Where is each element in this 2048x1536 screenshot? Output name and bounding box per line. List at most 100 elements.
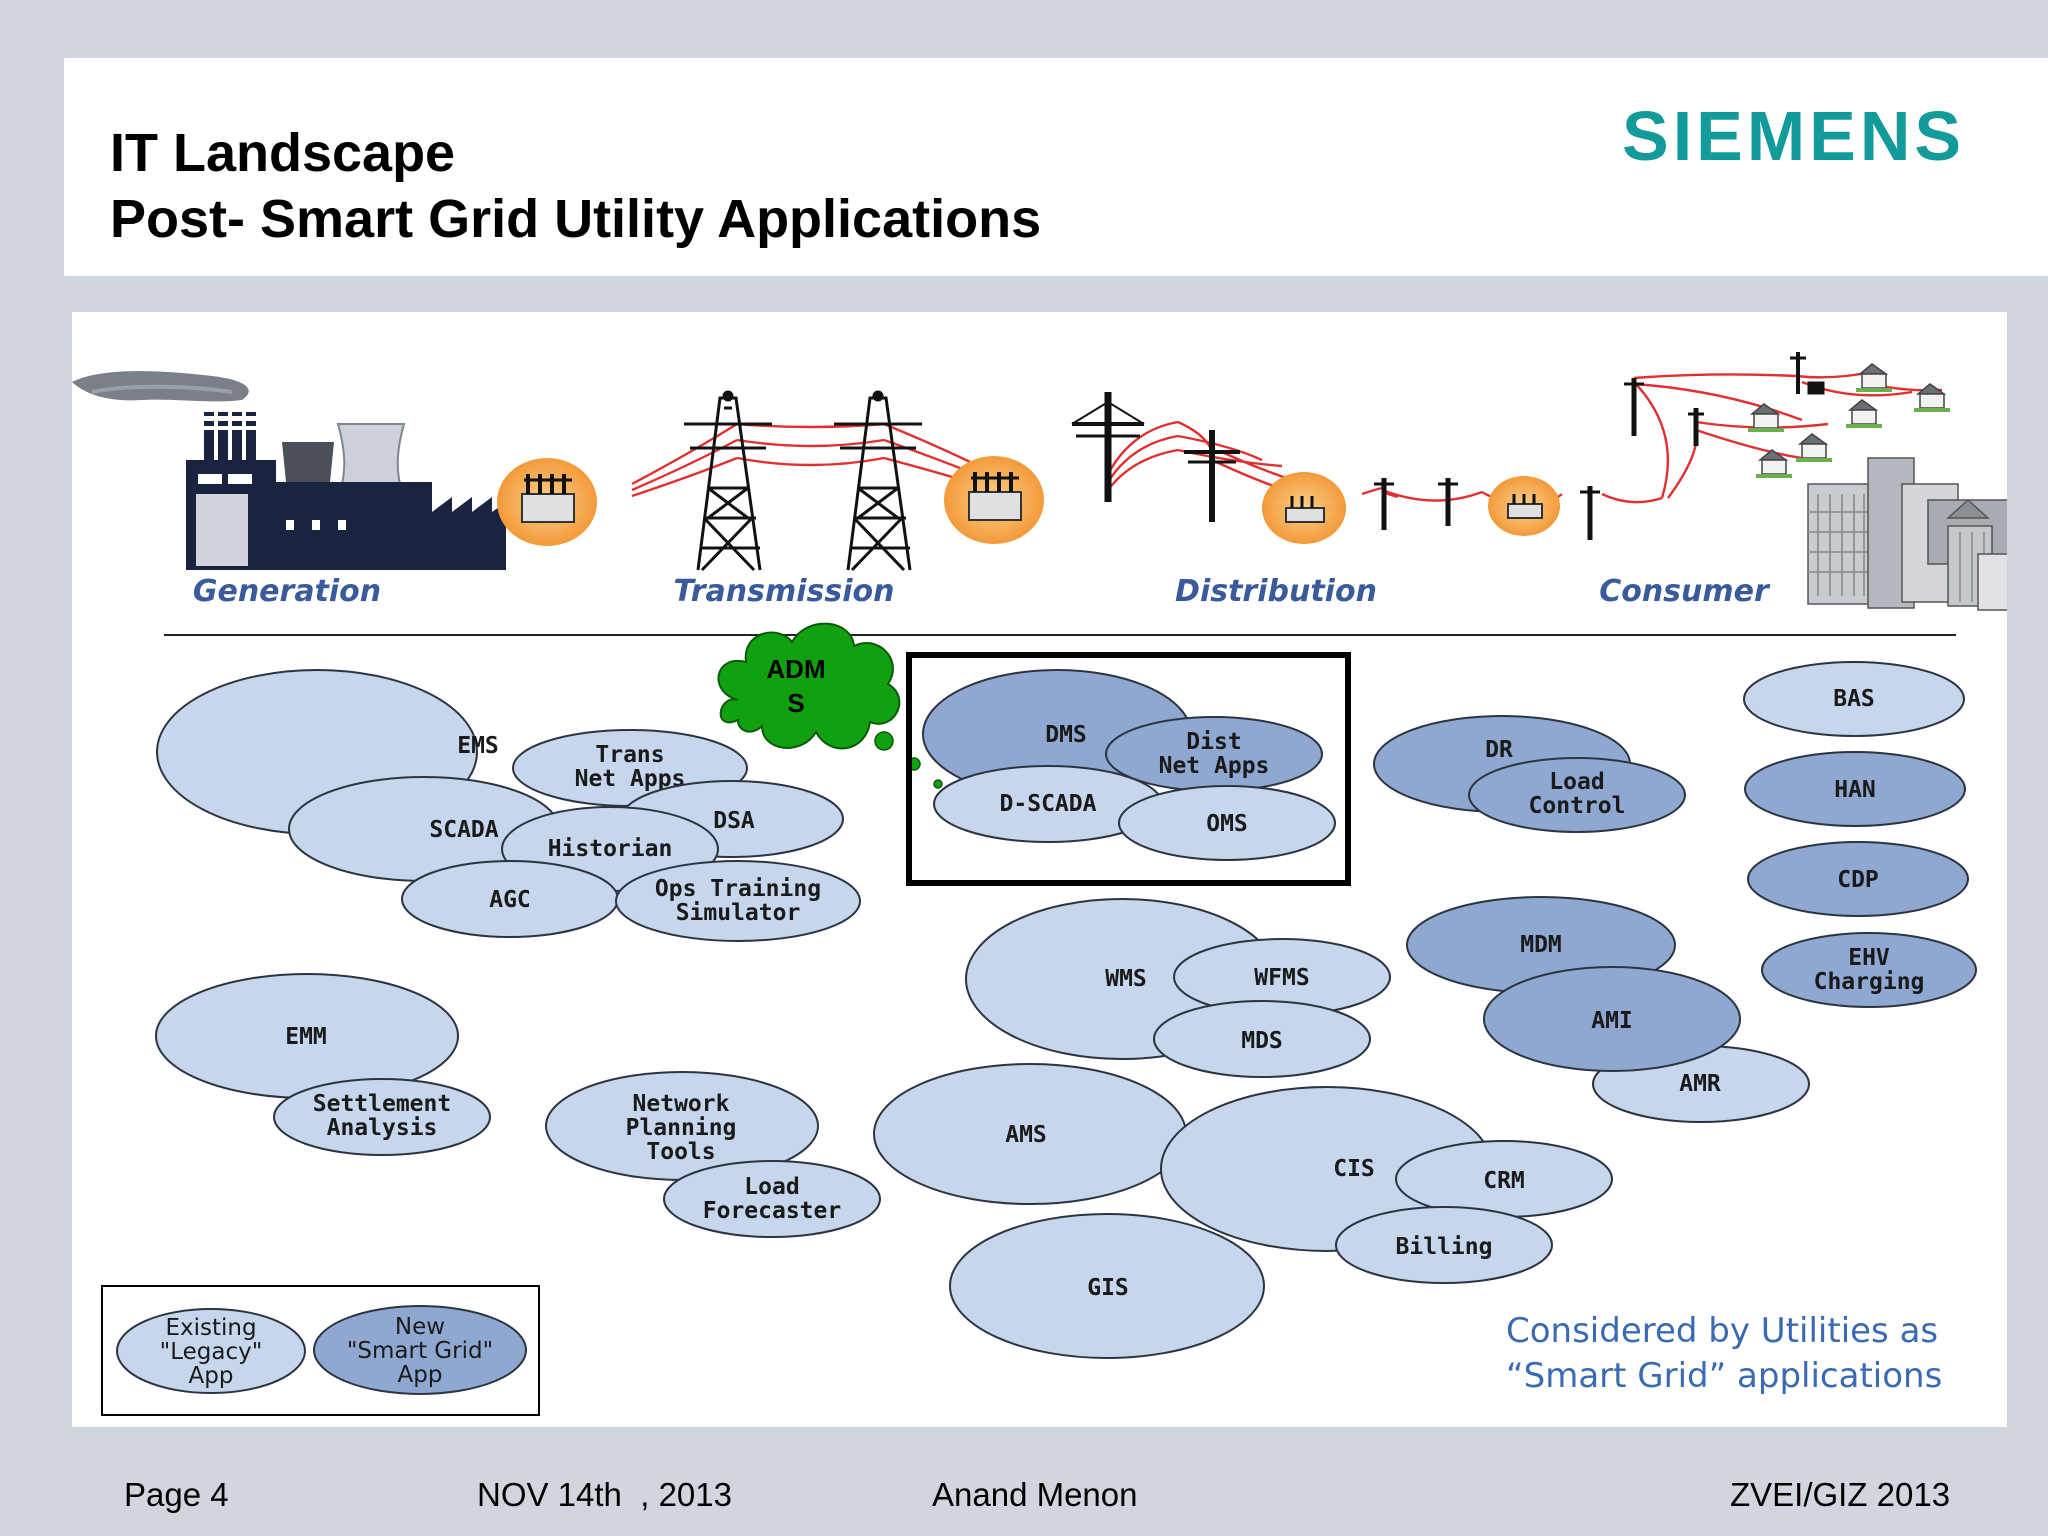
app-bubble-wfms: WFMS (1173, 938, 1391, 1016)
houses-icon (1748, 363, 1950, 478)
app-label-d-scada: D-SCADA (1000, 791, 1097, 817)
app-label-ami: AMI (1591, 1008, 1633, 1034)
app-label-ehv-charging-2: Charging (1814, 969, 1925, 995)
app-label-ops-training-simulator-1: Ops Training (655, 876, 821, 902)
svg-text:MDM: MDM (1520, 932, 1562, 958)
svg-text:SCADA: SCADA (429, 817, 498, 843)
distribution-pole-icon-2 (1184, 430, 1240, 522)
svg-text:WMS: WMS (1105, 966, 1147, 992)
app-label-historian: Historian (548, 836, 673, 862)
svg-text:Historian: Historian (548, 836, 673, 862)
app-label-load-forecaster-1: Load (744, 1174, 799, 1200)
city-buildings-icon (1807, 457, 2007, 611)
stage-label-distribution: Distribution (1175, 574, 1377, 609)
diagram-canvas: Generation Transmission Distribution Con… (72, 352, 2007, 1416)
app-bubble-mds: MDS (1153, 1000, 1371, 1078)
app-label-dist-net-apps-2: Net Apps (1159, 753, 1270, 779)
adms-thought-dot-1 (874, 731, 894, 751)
app-bubble-d-scada: D-SCADA (933, 765, 1163, 843)
footer-date: NOV 14th , 2013 (477, 1476, 732, 1513)
adms-label-line-1: ADM (766, 654, 825, 684)
svg-text:CRM: CRM (1483, 1168, 1525, 1194)
app-label-dms: DMS (1045, 722, 1087, 748)
app-label-network-planning-tools-1: Network (633, 1091, 730, 1117)
distribution-pole-icon-3 (1374, 478, 1394, 530)
stage-label-consumer: Consumer (1599, 574, 1771, 609)
footer-author: Anand Menon (932, 1476, 1138, 1513)
footer-page-number: Page 4 (124, 1476, 229, 1513)
substation-icon-3 (1262, 472, 1346, 544)
distribution-pole-icon-1 (1071, 392, 1145, 502)
app-bubble-cdp: CDP (1747, 841, 1969, 917)
app-label-settlement-analysis-2: Analysis (327, 1115, 438, 1141)
app-bubble-crm: CRM (1395, 1140, 1613, 1218)
app-label-ehv-charging-1: EHV (1848, 945, 1890, 971)
svg-text:D-SCADA: D-SCADA (1000, 791, 1097, 817)
app-label-emm: EMM (285, 1024, 327, 1050)
stage-label-transmission: Transmission (674, 574, 895, 609)
it-landscape-diagram: Generation Transmission Distribution Con… (72, 312, 2007, 1427)
note-line-1: Considered by Utilities as (1506, 1311, 1938, 1351)
app-label-trans-net-apps-1: Trans (595, 742, 664, 768)
app-label-billing: Billing (1396, 1234, 1493, 1260)
app-label-oms: OMS (1206, 811, 1248, 837)
svg-text:GIS: GIS (1087, 1275, 1129, 1301)
footer-event: ZVEI/GIZ 2013 (1730, 1476, 1951, 1513)
svg-text:Billing: Billing (1396, 1234, 1493, 1260)
substation-icon-4 (1488, 476, 1560, 536)
app-label-amr: AMR (1679, 1071, 1721, 1097)
power-grid-illustration: Generation Transmission Distribution Con… (72, 352, 2007, 611)
power-plant-icon (72, 371, 506, 570)
app-label-bas: BAS (1833, 686, 1875, 712)
svg-text:Existing"Legacy"App: Existing"Legacy"App (160, 1315, 263, 1389)
adms-cloud-shape (717, 622, 901, 750)
app-bubble-agc: AGC (401, 860, 619, 938)
app-label-dr: DR (1485, 737, 1513, 763)
app-label-gis: GIS (1087, 1275, 1129, 1301)
distribution-pole-icon-6 (1624, 378, 1644, 436)
substation-icon-2 (944, 456, 1044, 544)
legend-item-smart-grid: New"Smart Grid"App (313, 1305, 527, 1395)
legend-label-smart-3: App (398, 1362, 443, 1388)
adms-label-line-2: S (787, 688, 804, 718)
slide-title-line-2: Post- Smart Grid Utility Applications (110, 189, 1042, 249)
legend-label-legacy-1: Existing (165, 1315, 256, 1341)
app-label-cis: CIS (1333, 1156, 1375, 1182)
distribution-pole-icon-7 (1688, 408, 1704, 446)
app-label-load-control-2: Control (1529, 793, 1626, 819)
svg-text:AMS: AMS (1005, 1122, 1047, 1148)
svg-text:CIS: CIS (1333, 1156, 1375, 1182)
app-label-load-forecaster-2: Forecaster (703, 1198, 841, 1224)
app-label-network-planning-tools-2: Planning (626, 1115, 737, 1141)
app-label-ams: AMS (1005, 1122, 1047, 1148)
legend: Existing"Legacy"App New"Smart Grid"App (101, 1285, 540, 1416)
svg-text:New"Smart Grid"App: New"Smart Grid"App (347, 1314, 493, 1388)
app-label-wfms: WFMS (1254, 965, 1309, 991)
app-bubble-billing: Billing (1335, 1206, 1553, 1284)
app-label-scada: SCADA (429, 817, 498, 843)
slide-title-line-1: IT Landscape (110, 123, 456, 183)
legend-label-legacy-3: App (189, 1363, 234, 1389)
app-bubble-ams: AMS (873, 1063, 1187, 1205)
app-bubble-oms: OMS (1118, 785, 1336, 861)
svg-text:DMS: DMS (1045, 722, 1087, 748)
app-label-cdp: CDP (1837, 867, 1879, 893)
slide-header: IT Landscape Post- Smart Grid Utility Ap… (64, 58, 2048, 276)
legend-label-smart-2: "Smart Grid" (347, 1338, 493, 1364)
app-label-dsa: DSA (713, 808, 755, 834)
svg-text:EMS: EMS (457, 733, 499, 759)
app-label-load-control-1: Load (1549, 769, 1604, 795)
distribution-pole-icon-5 (1580, 486, 1600, 540)
